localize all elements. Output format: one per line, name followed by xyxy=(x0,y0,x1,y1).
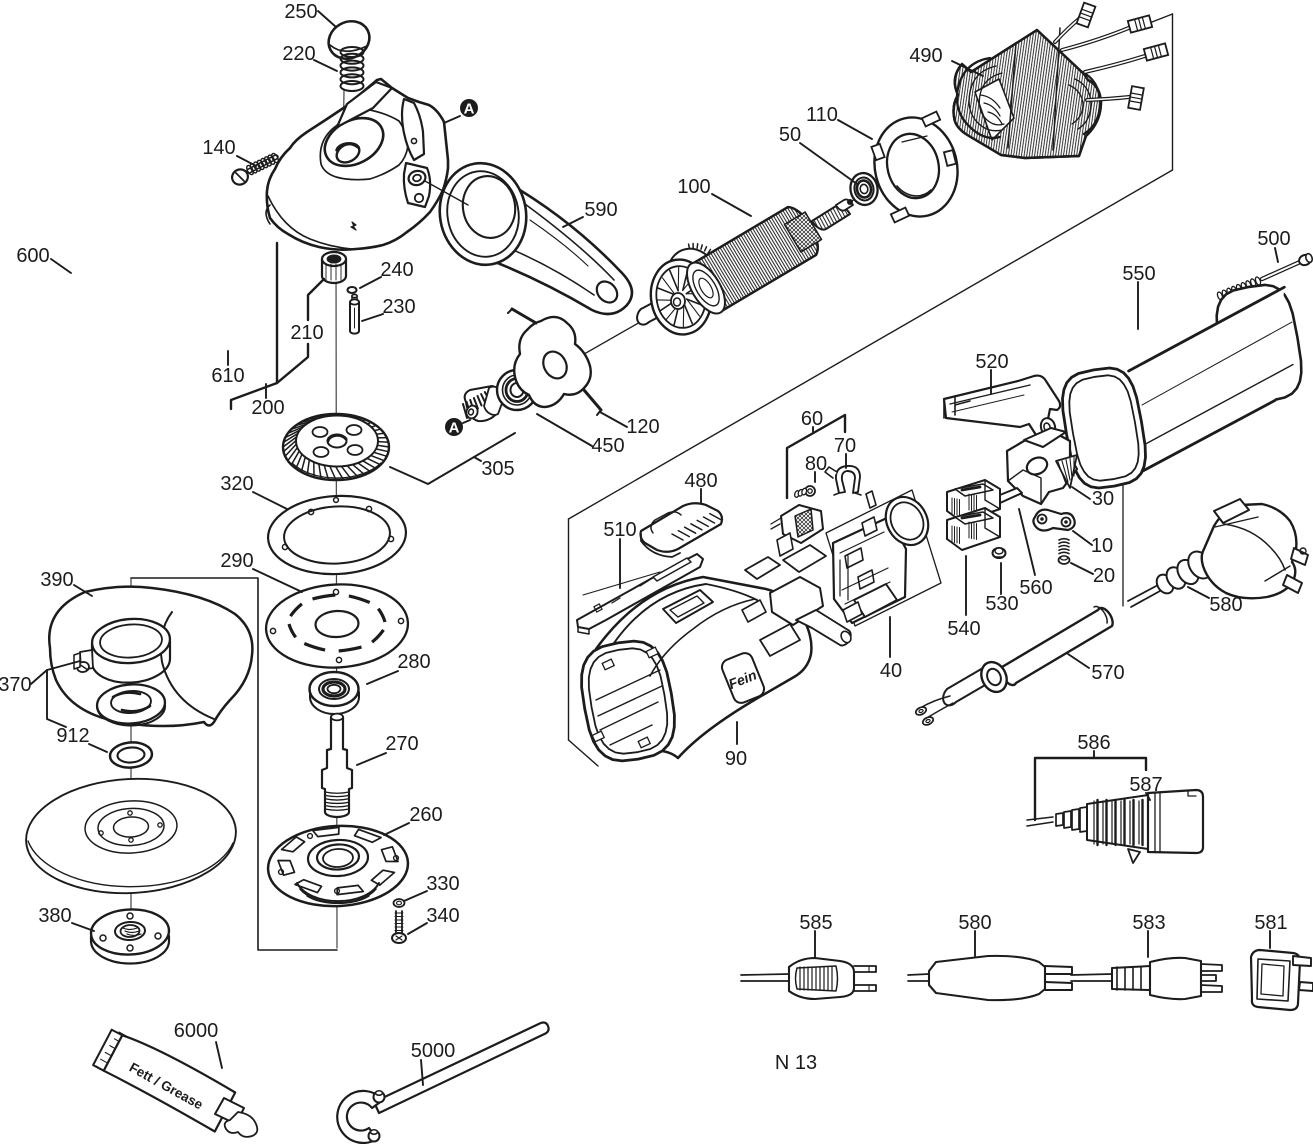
svg-text:590: 590 xyxy=(584,199,617,221)
svg-text:530: 530 xyxy=(985,593,1018,615)
svg-text:580: 580 xyxy=(1209,594,1242,616)
svg-text:120: 120 xyxy=(626,416,659,438)
svg-text:270: 270 xyxy=(385,733,418,755)
svg-text:610: 610 xyxy=(211,365,244,387)
svg-text:210: 210 xyxy=(290,322,323,344)
svg-text:6000: 6000 xyxy=(174,1020,219,1042)
svg-text:220: 220 xyxy=(282,43,315,65)
svg-text:550: 550 xyxy=(1122,263,1155,285)
svg-text:560: 560 xyxy=(1019,577,1052,599)
svg-text:520: 520 xyxy=(975,351,1008,373)
svg-text:340: 340 xyxy=(426,905,459,927)
svg-text:450: 450 xyxy=(591,435,624,457)
svg-text:230: 230 xyxy=(382,296,415,318)
svg-text:5000: 5000 xyxy=(411,1040,456,1062)
svg-text:912: 912 xyxy=(56,725,89,747)
svg-text:260: 260 xyxy=(409,804,442,826)
svg-text:40: 40 xyxy=(880,660,902,682)
svg-text:30: 30 xyxy=(1092,488,1114,510)
svg-text:A: A xyxy=(449,420,460,437)
svg-text:583: 583 xyxy=(1132,912,1165,934)
svg-text:100: 100 xyxy=(677,176,710,198)
svg-text:380: 380 xyxy=(38,905,71,927)
svg-text:330: 330 xyxy=(426,873,459,895)
svg-text:570: 570 xyxy=(1091,662,1124,684)
svg-text:480: 480 xyxy=(684,470,717,492)
svg-text:580: 580 xyxy=(958,912,991,934)
svg-text:500: 500 xyxy=(1257,228,1290,250)
svg-text:10: 10 xyxy=(1091,535,1113,557)
svg-text:250: 250 xyxy=(284,1,317,23)
svg-text:20: 20 xyxy=(1093,565,1115,587)
svg-text:70: 70 xyxy=(834,435,856,457)
svg-text:370: 370 xyxy=(0,674,32,696)
svg-text:320: 320 xyxy=(220,473,253,495)
svg-text:N 13: N 13 xyxy=(775,1052,817,1074)
svg-text:305: 305 xyxy=(481,458,514,480)
svg-text:581: 581 xyxy=(1254,912,1287,934)
svg-text:A: A xyxy=(464,101,475,118)
svg-text:510: 510 xyxy=(603,519,636,541)
svg-text:110: 110 xyxy=(806,104,838,126)
svg-text:50: 50 xyxy=(779,124,801,146)
svg-text:490: 490 xyxy=(909,45,942,67)
svg-text:540: 540 xyxy=(947,618,980,640)
svg-text:586: 586 xyxy=(1077,732,1110,754)
svg-text:290: 290 xyxy=(220,550,253,572)
svg-text:585: 585 xyxy=(799,912,832,934)
svg-text:390: 390 xyxy=(40,569,73,591)
svg-text:600: 600 xyxy=(16,245,49,267)
svg-text:140: 140 xyxy=(202,137,235,159)
svg-text:80: 80 xyxy=(805,453,827,475)
svg-text:200: 200 xyxy=(251,397,284,419)
svg-text:587: 587 xyxy=(1129,774,1162,796)
svg-text:280: 280 xyxy=(397,651,430,673)
svg-text:90: 90 xyxy=(725,748,747,770)
svg-text:60: 60 xyxy=(801,408,823,430)
svg-text:240: 240 xyxy=(380,259,413,281)
